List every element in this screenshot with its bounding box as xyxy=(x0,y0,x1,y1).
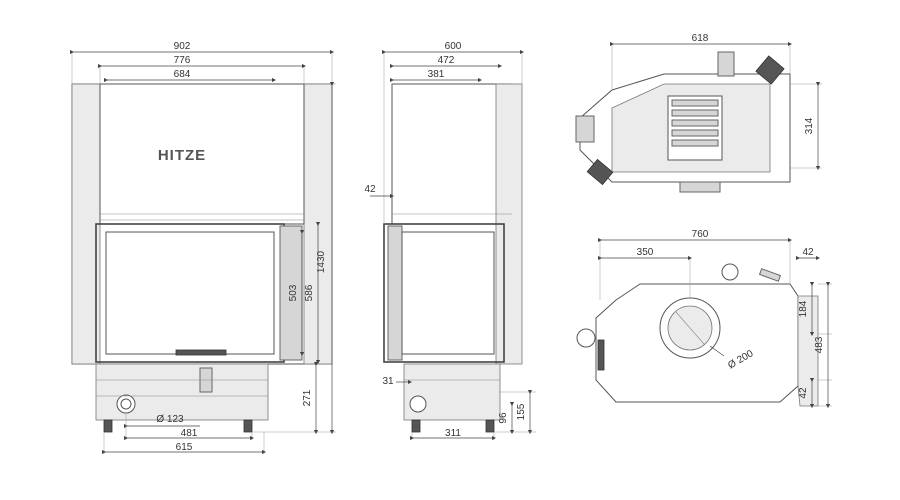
front-view: HITZE 902 776 684 1430 503 586 xyxy=(69,41,336,455)
plan-corner-clip xyxy=(758,268,782,282)
dim-plan-height-total: 483 xyxy=(814,336,825,353)
dim-side-offset-left: 42 xyxy=(364,184,376,195)
dim-top-width: 618 xyxy=(692,33,709,44)
plan-view: 760 350 42 184 483 42 Ø 200 xyxy=(576,229,832,409)
side-flue-inlet xyxy=(409,395,427,413)
dim-plan-offset-right: 42 xyxy=(802,247,814,258)
top-grate xyxy=(671,99,719,147)
dim-side-width-inner: 381 xyxy=(428,69,445,80)
dim-side-height-base: 155 xyxy=(516,403,527,420)
front-foot-left xyxy=(103,419,113,433)
dim-side-width-total: 600 xyxy=(445,41,462,52)
dim-front-width-inner: 776 xyxy=(174,55,191,66)
top-flue-stub xyxy=(717,51,735,77)
top-view: 618 314 xyxy=(575,33,822,193)
dim-side-base-depth: 311 xyxy=(445,428,461,439)
dim-front-height-base: 271 xyxy=(302,389,313,406)
front-air-slider xyxy=(175,349,227,356)
side-door-frame xyxy=(387,225,403,361)
brand-logo: HITZE xyxy=(158,147,206,164)
dim-top-depth: 314 xyxy=(804,117,815,134)
front-hood xyxy=(99,83,305,225)
top-corner-left xyxy=(586,158,614,186)
dim-plan-height-upper: 184 xyxy=(798,300,809,317)
plan-air-inlet xyxy=(721,263,739,281)
dim-front-height-opening: 586 xyxy=(304,284,315,301)
dim-plan-width-total: 760 xyxy=(692,229,709,240)
front-flue-inlet xyxy=(116,394,136,414)
top-base-foot xyxy=(679,181,721,193)
dim-front-base-width-inner: 481 xyxy=(181,428,198,439)
side-foot-right xyxy=(485,419,495,433)
dim-side-height-small: 96 xyxy=(498,412,509,424)
plan-door-handle xyxy=(597,339,605,371)
side-view: 600 472 381 42 31 311 96 155 xyxy=(364,41,536,441)
side-foot-left xyxy=(411,419,421,433)
side-hood xyxy=(391,83,513,225)
top-side-stub xyxy=(575,115,595,143)
dim-plan-height-lower: 42 xyxy=(798,387,809,399)
dim-side-offset-bottom: 31 xyxy=(382,376,394,387)
dim-plan-center-offset: 350 xyxy=(637,247,654,258)
dim-front-height-glass: 503 xyxy=(288,284,299,301)
front-foot-right xyxy=(243,419,253,433)
side-body xyxy=(383,223,505,363)
dim-front-width-total: 902 xyxy=(174,41,191,52)
dim-side-width-mid: 472 xyxy=(438,55,455,66)
dim-front-width-door: 684 xyxy=(174,69,191,80)
dim-front-flue-diameter: Ø 123 xyxy=(156,414,184,425)
plan-side-inlet xyxy=(576,328,596,348)
top-corner-right xyxy=(755,55,785,85)
top-grate-box xyxy=(667,95,723,161)
side-glass xyxy=(401,231,495,355)
dim-front-height-total: 1430 xyxy=(316,250,327,273)
dim-front-base-width-outer: 615 xyxy=(176,442,193,453)
